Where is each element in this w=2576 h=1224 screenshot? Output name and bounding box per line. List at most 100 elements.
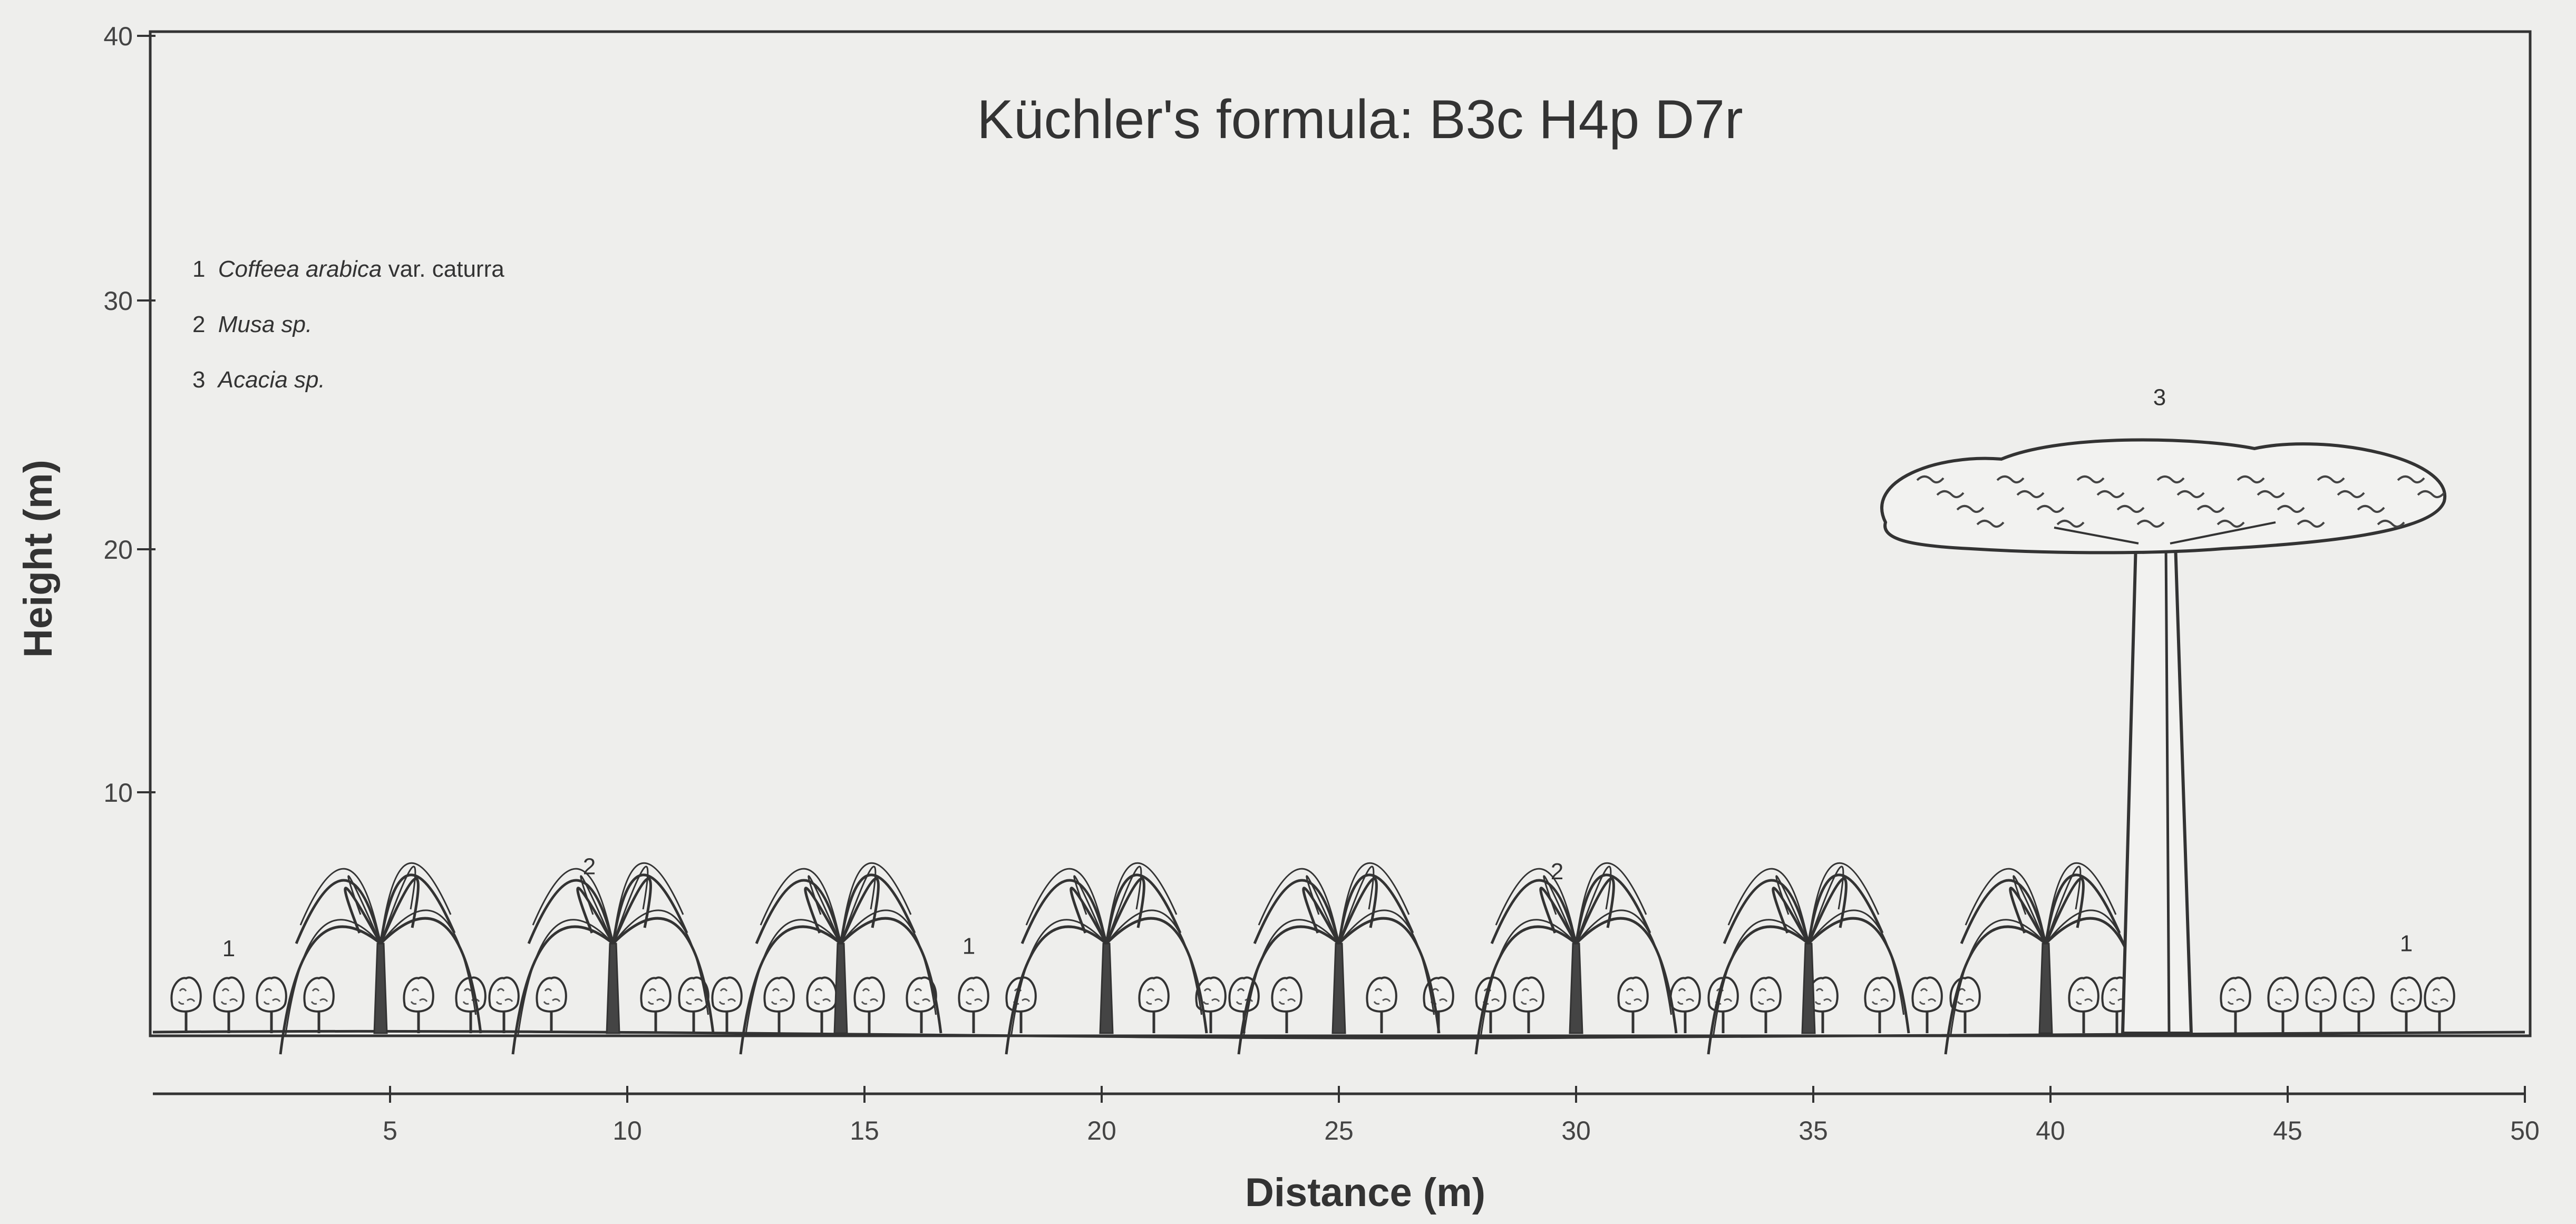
- coffee-shrub: [1911, 976, 1943, 1033]
- banana-plant: [1944, 862, 2147, 1055]
- x-tick: 30: [1561, 1086, 1591, 1145]
- coffee-shrub: [1366, 976, 1397, 1033]
- coffee-shrub: [1617, 976, 1649, 1033]
- y-tick-label: 10: [103, 778, 133, 808]
- coffee-shrub: [256, 976, 287, 1033]
- x-tick-label: 20: [1087, 1116, 1116, 1145]
- x-tick-label: 10: [613, 1116, 642, 1145]
- x-tick: 25: [1324, 1086, 1354, 1145]
- banana-plant: [511, 862, 715, 1055]
- x-tick-label: 35: [1799, 1116, 1828, 1145]
- plant-number-label: 3: [2153, 384, 2166, 410]
- legend-item-number: 1: [192, 256, 205, 282]
- x-axis-ticks: 5 10 15 20 25 30 35 40 45 50: [383, 1086, 2540, 1145]
- coffee-shrub: [455, 976, 487, 1033]
- coffee-shrub: [1195, 976, 1227, 1033]
- coffee-shrub: [2305, 976, 2337, 1033]
- coffee-shrub: [1807, 976, 1839, 1033]
- x-tick: 35: [1799, 1086, 1828, 1145]
- x-tick: 15: [850, 1086, 879, 1145]
- x-tick-label: 40: [2036, 1116, 2065, 1145]
- coffee-shrub: [806, 976, 838, 1033]
- x-tick-label: 30: [1561, 1116, 1591, 1145]
- y-axis-label: Height (m): [16, 460, 61, 658]
- x-tick: 20: [1087, 1086, 1116, 1145]
- x-tick-label: 5: [383, 1116, 397, 1145]
- y-tick: 10: [103, 778, 155, 808]
- y-tick: 40: [103, 22, 155, 51]
- banana-plant: [1474, 862, 1678, 1055]
- x-tick: 50: [2510, 1086, 2540, 1145]
- banana-plants: [279, 862, 2147, 1055]
- legend-item-acacia: 3 Acacia sp.: [192, 367, 325, 393]
- legend-item-species: Coffeea arabica: [218, 256, 382, 282]
- legend-item-species: Musa sp.: [218, 312, 313, 337]
- plant-number-label: 2: [1551, 859, 1563, 885]
- x-tick-label: 25: [1324, 1116, 1354, 1145]
- coffee-shrub: [958, 976, 989, 1033]
- x-tick-label: 15: [850, 1116, 879, 1145]
- acacia-tree: [1880, 438, 2447, 1035]
- coffee-shrub: [2220, 976, 2251, 1033]
- coffee-shrub: [170, 976, 202, 1033]
- plant-number-labels: 1 2 1 2 3 1: [222, 384, 2413, 961]
- coffee-shrub: [640, 976, 672, 1033]
- legend-item-species: Acacia sp.: [217, 367, 325, 393]
- acacia-trunk: [2121, 541, 2193, 1035]
- banana-plant: [739, 862, 942, 1055]
- coffee-shrub: [2343, 976, 2375, 1033]
- banana-plant: [1707, 862, 1910, 1055]
- plant-number-label: 1: [963, 933, 975, 959]
- y-tick-label: 40: [103, 22, 133, 51]
- plant-number-label: 1: [222, 936, 235, 961]
- coffee-shrub: [403, 976, 434, 1033]
- y-tick: 20: [103, 535, 155, 565]
- legend-item-number: 2: [192, 312, 205, 337]
- x-axis-label: Distance (m): [1245, 1170, 1485, 1215]
- coffee-shrub: [2068, 976, 2099, 1033]
- y-tick-label: 30: [103, 286, 133, 316]
- acacia-tree: [1880, 438, 2447, 1035]
- coffee-shrub: [1513, 976, 1544, 1033]
- diagram-title: Küchler's formula: B3c H4p D7r: [977, 89, 1743, 150]
- x-tick-label: 50: [2510, 1116, 2540, 1145]
- banana-plant: [1237, 862, 1441, 1055]
- legend-item-variety: var. caturra: [388, 256, 505, 282]
- ground-line: [152, 1029, 2525, 1040]
- y-axis-ticks: 40 30 20 10: [103, 22, 155, 808]
- plant-number-label: 2: [583, 854, 596, 880]
- coffee-shrub: [1138, 976, 1170, 1033]
- coffee-shrub: [1271, 976, 1302, 1033]
- coffee-shrub: [213, 976, 245, 1033]
- y-tick-label: 20: [103, 535, 133, 565]
- plant-number-label: 1: [2400, 931, 2413, 957]
- banana-plant: [279, 862, 482, 1055]
- coffee-shrub: [1750, 976, 1782, 1033]
- x-tick: 45: [2273, 1086, 2302, 1145]
- legend-item-number: 3: [192, 367, 205, 393]
- acacia-crown: [1880, 438, 2447, 555]
- coffee-shrub: [853, 976, 885, 1033]
- plot-frame: [149, 30, 2532, 1037]
- coffee-shrub: [2390, 976, 2422, 1033]
- x-tick: 40: [2036, 1086, 2065, 1145]
- y-tick: 30: [103, 286, 155, 316]
- species-legend: 1 Coffeea arabica var. caturra 2 Musa sp…: [192, 256, 504, 393]
- coffee-shrub: [536, 976, 567, 1033]
- banana-plant: [1005, 862, 1208, 1055]
- coffee-shrub: [303, 976, 335, 1033]
- coffee-shrub: [711, 976, 743, 1033]
- coffee-shrub: [2424, 976, 2455, 1033]
- coffee-shrub: [1669, 976, 1701, 1033]
- x-tick-label: 45: [2273, 1116, 2302, 1145]
- x-tick: 10: [613, 1086, 642, 1145]
- legend-item-banana: 2 Musa sp.: [192, 312, 312, 337]
- coffee-shrub: [763, 976, 795, 1033]
- legend-item-coffee: 1 Coffeea arabica var. caturra: [192, 256, 504, 282]
- coffee-shrub: [906, 976, 937, 1033]
- x-tick: 5: [383, 1086, 397, 1145]
- coffee-shrub: [488, 976, 520, 1033]
- coffee-shrub: [1864, 976, 1895, 1033]
- coffee-shrubs: [170, 976, 2455, 1033]
